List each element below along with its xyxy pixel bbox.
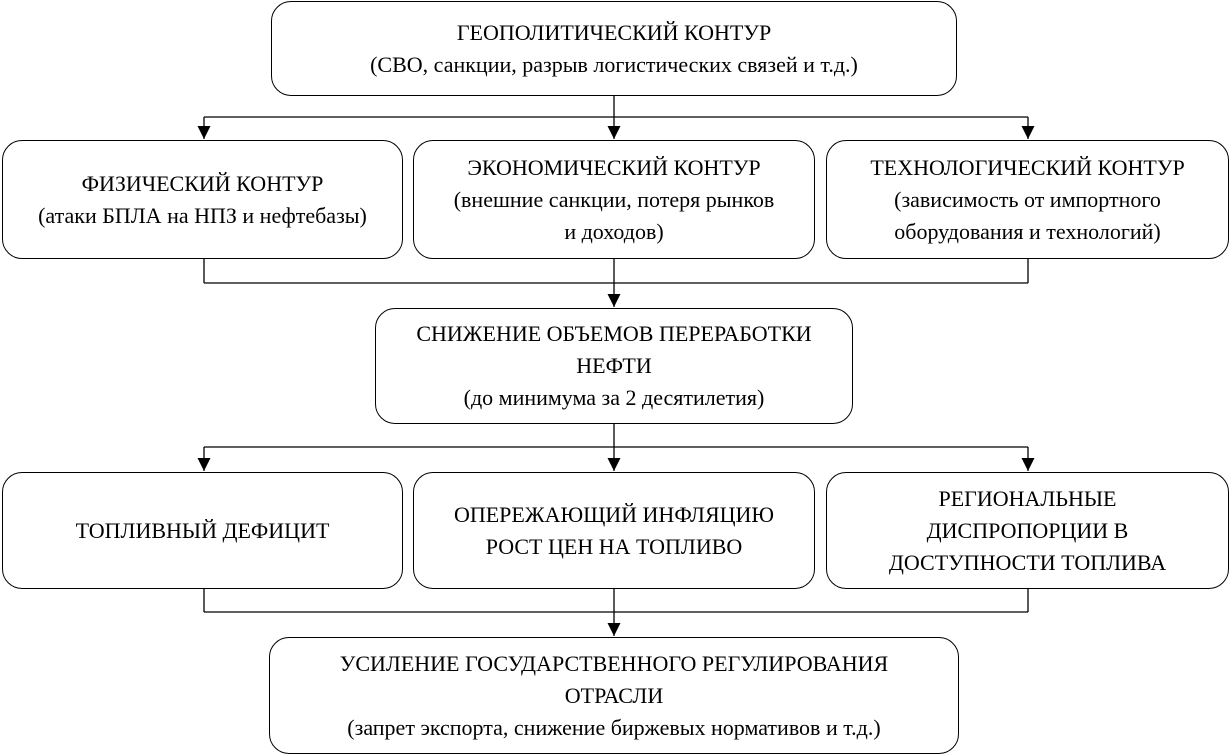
physical-contour-box: ФИЗИЧЕСКИЙ КОНТУР (атаки БПЛА на НПЗ и н… — [2, 140, 403, 259]
fuel-price-growth-title-1: ОПЕРЕЖАЮЩИЙ ИНФЛЯЦИЮ — [453, 501, 775, 527]
refining-decline-title-1: СНИЖЕНИЕ ОБЪЕМОВ ПЕРЕРАБОТКИ — [416, 321, 812, 346]
state-regulation-box: УСИЛЕНИЕ ГОСУДАРСТВЕННОГО РЕГУЛИРОВАНИЯ … — [269, 637, 959, 754]
regional-disproportion-box: РЕГИОНАЛЬНЫЕ ДИСПРОПОРЦИИ В ДОСТУПНОСТИ … — [826, 472, 1229, 589]
refining-decline-title-2: НЕФТИ — [576, 353, 652, 378]
fuel-price-growth-box: ОПЕРЕЖАЮЩИЙ ИНФЛЯЦИЮ РОСТ ЦЕН НА ТОПЛИВО — [413, 472, 815, 589]
fuel-price-growth-title-2: РОСТ ЦЕН НА ТОПЛИВО — [485, 533, 743, 559]
technological-contour-subtitle-1: (зависимость от импортного — [894, 186, 1161, 212]
state-regulation-subtitle: (запрет экспорта, снижение биржевых норм… — [347, 714, 881, 740]
regional-disproportion-title-2: ДИСПРОПОРЦИИ В — [926, 517, 1129, 543]
state-regulation-title-1: УСИЛЕНИЕ ГОСУДАРСТВЕННОГО РЕГУЛИРОВАНИЯ — [339, 650, 889, 676]
technological-contour-box: ТЕХНОЛОГИЧЕСКИЙ КОНТУР (зависимость от и… — [826, 140, 1229, 259]
technological-contour-title: ТЕХНОЛОГИЧЕСКИЙ КОНТУР — [870, 154, 1185, 180]
geopolitical-contour-subtitle: (СВО, санкции, разрыв логистических связ… — [370, 51, 858, 77]
technological-contour-subtitle-2: оборудования и технологий) — [894, 218, 1161, 244]
economic-contour-title: ЭКОНОМИЧЕСКИЙ КОНТУР — [467, 154, 761, 180]
physical-contour-subtitle: (атаки БПЛА на НПЗ и нефтебазы) — [38, 202, 367, 228]
physical-contour-title: ФИЗИЧЕСКИЙ КОНТУР — [81, 170, 324, 196]
fuel-deficit-title: ТОПЛИВНЫЙ ДЕФИЦИТ — [75, 517, 330, 543]
refining-decline-subtitle: (до минимума за 2 десятилетия) — [463, 385, 765, 410]
fuel-deficit-box: ТОПЛИВНЫЙ ДЕФИЦИТ — [2, 472, 403, 589]
geopolitical-contour-title: ГЕОПОЛИТИЧЕСКИЙ КОНТУР — [456, 19, 772, 45]
state-regulation-title-2: ОТРАСЛИ — [564, 682, 664, 708]
economic-contour-subtitle-2: и доходов) — [564, 218, 664, 244]
economic-contour-subtitle-1: (внешние санкции, потеря рынков — [453, 186, 775, 212]
economic-contour-box: ЭКОНОМИЧЕСКИЙ КОНТУР (внешние санкции, п… — [413, 140, 815, 259]
regional-disproportion-title-3: ДОСТУПНОСТИ ТОПЛИВА — [888, 549, 1167, 575]
regional-disproportion-title-1: РЕГИОНАЛЬНЫЕ — [938, 485, 1117, 511]
refining-decline-box: СНИЖЕНИЕ ОБЪЕМОВ ПЕРЕРАБОТКИ НЕФТИ (до м… — [375, 308, 853, 424]
geopolitical-contour-box: ГЕОПОЛИТИЧЕСКИЙ КОНТУР (СВО, санкции, ра… — [271, 1, 957, 96]
